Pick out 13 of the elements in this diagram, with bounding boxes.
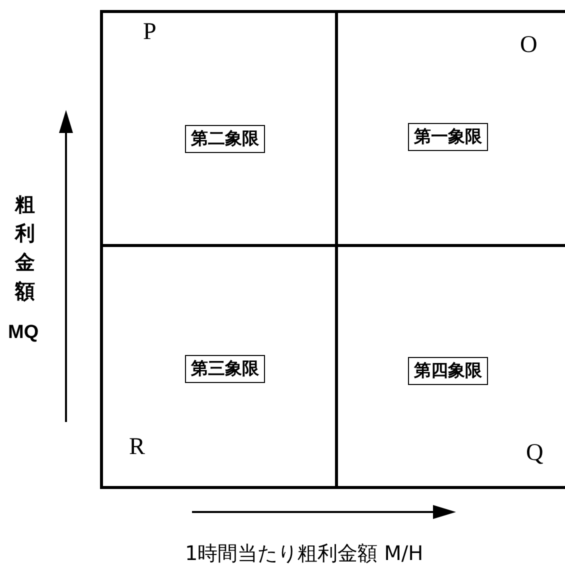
- corner-letter: R: [129, 435, 146, 459]
- quadrant-label: 第四象限: [408, 357, 488, 386]
- corner-letter: P: [143, 20, 156, 44]
- quadrant-label: 第一象限: [408, 123, 488, 152]
- corner-letter: O: [520, 33, 538, 57]
- axis-label: 1時間当たり粗利金額 M/H: [185, 540, 424, 567]
- quadrant-label: 第二象限: [185, 125, 265, 154]
- axis-label: 粗利金額: [14, 191, 36, 305]
- axis-label: MQ: [8, 322, 39, 344]
- quadrant-label: 第三象限: [185, 355, 265, 384]
- corner-letter: Q: [526, 441, 544, 465]
- quadrant-cell: [100, 10, 338, 247]
- quadrant-cell: [100, 244, 338, 489]
